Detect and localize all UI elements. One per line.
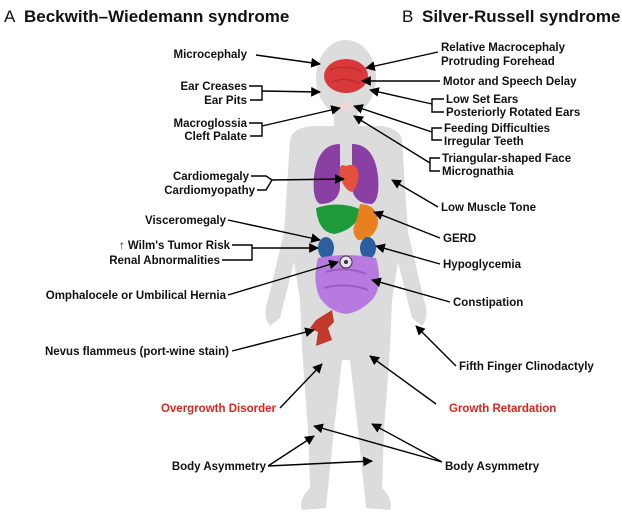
label-ear-creases: Ear Creases — [181, 81, 248, 93]
heart — [339, 164, 359, 192]
label-wilms-tumor: ↑ Wilm's Tumor Risk — [119, 240, 231, 252]
label-body-asymmetry-right: Body Asymmetry — [445, 461, 540, 473]
label-macroglossia: Macroglossia — [174, 118, 248, 130]
nevus-patch — [310, 310, 334, 346]
label-cardiomegaly: Cardiomegaly — [173, 171, 250, 183]
label-ear-pits: Ear Pits — [204, 95, 247, 107]
label-fifth-finger-clinodactyly: Fifth Finger Clinodactyly — [459, 361, 594, 373]
label-relative-macrocephaly: Relative Macrocephaly — [441, 42, 566, 54]
label-motor-speech-delay: Motor and Speech Delay — [443, 76, 577, 88]
stomach — [353, 204, 378, 240]
panel-letter-a: A — [4, 7, 16, 26]
label-gerd: GERD — [443, 233, 476, 245]
left-labels: Microcephaly Ear Creases Ear Pits Macrog… — [45, 49, 277, 473]
label-posteriorly-rotated-ears: Posteriorly Rotated Ears — [446, 107, 580, 119]
label-irregular-teeth: Irregular Teeth — [444, 136, 524, 148]
label-triangular-face: Triangular-shaped Face — [442, 153, 571, 165]
label-cleft-palate: Cleft Palate — [184, 131, 247, 143]
liver — [316, 204, 362, 234]
label-low-muscle-tone: Low Muscle Tone — [441, 202, 536, 214]
left-connectors — [222, 54, 373, 467]
label-micrognathia: Micrognathia — [442, 166, 514, 178]
label-low-set-ears: Low Set Ears — [446, 94, 518, 106]
label-microcephaly: Microcephaly — [174, 49, 248, 61]
label-cardiomyopathy: Cardiomyopathy — [164, 185, 255, 197]
right-labels: Relative Macrocephaly Protruding Forehea… — [441, 42, 594, 473]
label-protruding-forehead: Protruding Forehead — [441, 56, 555, 68]
label-constipation: Constipation — [453, 297, 523, 309]
right-connectors — [313, 51, 457, 463]
header-left: A Beckwith–Wiedemann syndrome — [4, 7, 289, 26]
umbilicus — [339, 255, 353, 269]
panel-title-beckwith: Beckwith–Wiedemann syndrome — [24, 7, 289, 26]
label-hypoglycemia: Hypoglycemia — [443, 259, 522, 271]
panel-title-silver-russell: Silver-Russell syndrome — [422, 7, 620, 26]
left-kidney — [318, 237, 334, 259]
label-growth-retardation: Growth Retardation — [449, 403, 556, 415]
brain — [324, 59, 368, 93]
panel-letter-b: B — [402, 7, 413, 26]
right-kidney — [360, 237, 376, 259]
label-overgrowth-disorder: Overgrowth Disorder — [161, 403, 277, 415]
label-renal-abnormalities: Renal Abnormalities — [109, 255, 220, 267]
label-nevus-flammeus: Nevus flammeus (port-wine stain) — [45, 346, 229, 358]
left-lung — [313, 144, 340, 204]
organs — [310, 59, 380, 346]
label-visceromegaly: Visceromegaly — [145, 215, 227, 227]
label-feeding-difficulties: Feeding Difficulties — [444, 123, 550, 135]
label-omphalocele: Omphalocele or Umbilical Hernia — [46, 290, 227, 302]
right-lung — [352, 144, 379, 204]
header-right: B Silver-Russell syndrome — [402, 7, 620, 26]
label-body-asymmetry-left: Body Asymmetry — [172, 461, 267, 473]
mouth — [339, 102, 353, 110]
